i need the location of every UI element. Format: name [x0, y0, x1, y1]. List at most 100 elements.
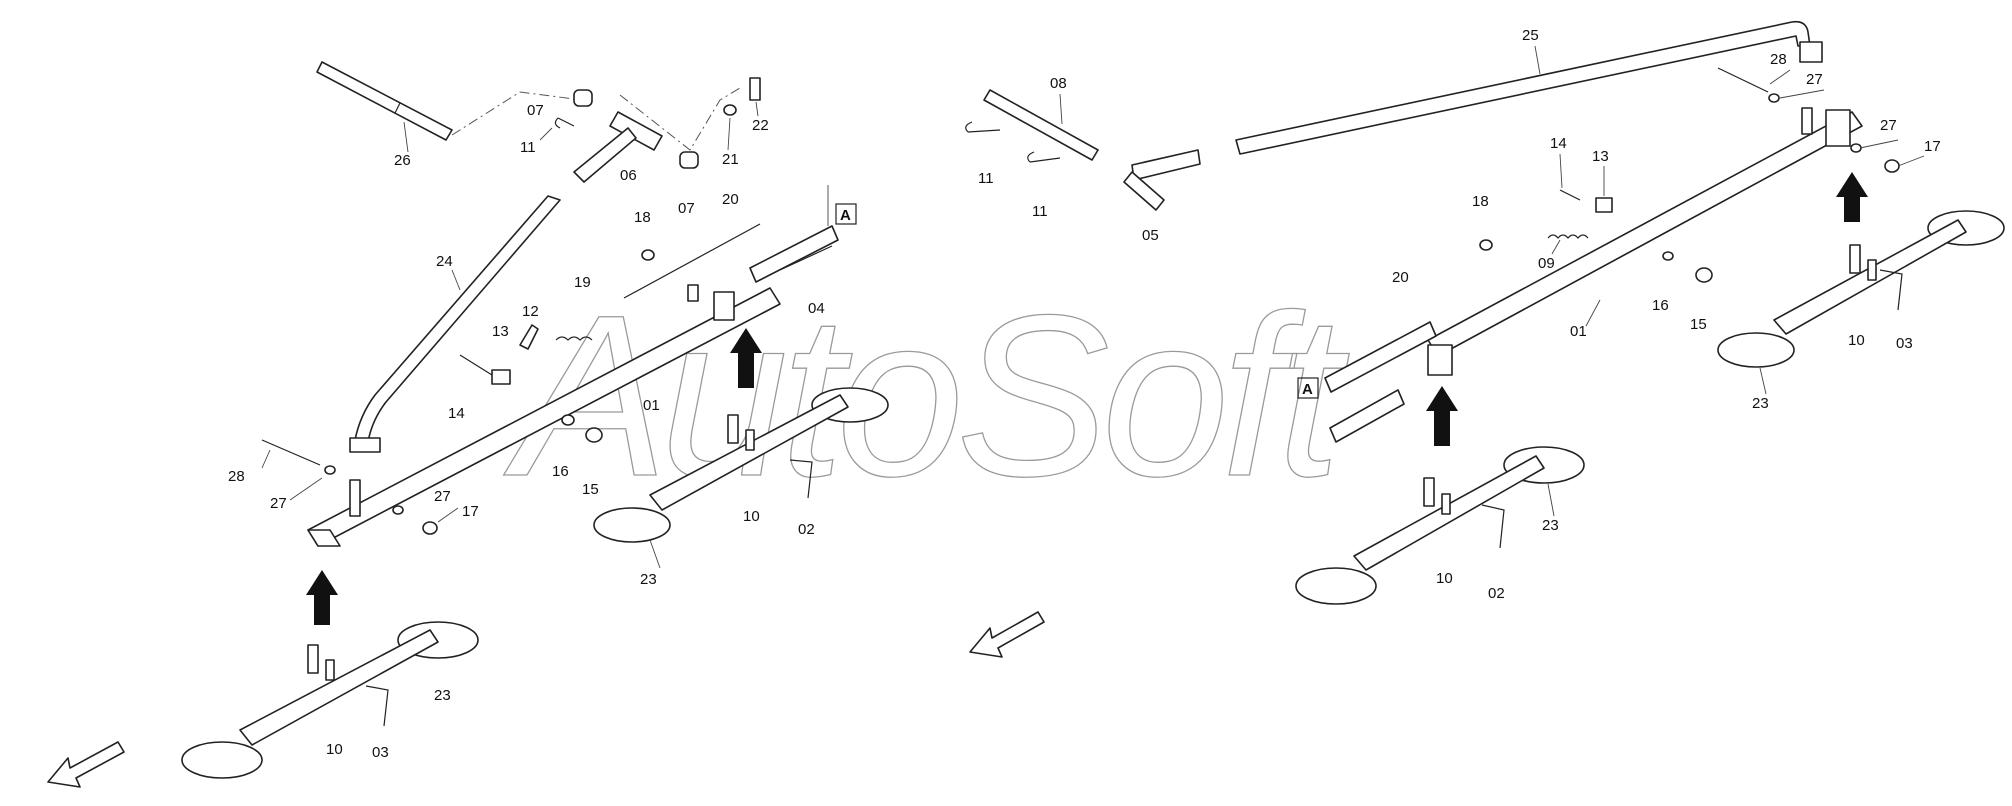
view-marker-box [835, 203, 857, 225]
part-nut-15 [585, 427, 603, 443]
part-pin-11-r1 [965, 121, 1001, 133]
part-pin-11 [554, 117, 575, 129]
left-assembly: A [47, 61, 889, 788]
part-extension-lower [1329, 389, 1405, 443]
label-10-r2: 10 [1436, 570, 1453, 587]
part-washer-27-r2 [1850, 143, 1862, 153]
direction-arrow-icon [47, 741, 125, 788]
label-15-r: 15 [1690, 316, 1707, 333]
label-25: 25 [1522, 27, 1539, 44]
part-washer-27 [324, 465, 336, 475]
part-nut-18-r [1479, 239, 1493, 251]
label-05: 05 [1142, 227, 1159, 244]
part-nut-17 [422, 521, 438, 535]
label-02: 02 [798, 521, 815, 538]
label-23b: 23 [434, 687, 451, 704]
label-06: 06 [620, 167, 637, 184]
part-nut-16-r [1662, 251, 1674, 261]
label-27-r2: 27 [1880, 117, 1897, 134]
part-nut-17-r [1884, 159, 1900, 173]
watermark: AutoSoft [503, 267, 1349, 524]
label-10-r: 10 [1848, 332, 1865, 349]
part-pin-02-r [1481, 504, 1505, 549]
label-20-r: 20 [1392, 269, 1409, 286]
label-15: 15 [582, 481, 599, 498]
label-07b: 07 [678, 200, 695, 217]
label-02-r: 02 [1488, 585, 1505, 602]
part-rod-20 [623, 223, 761, 299]
right-assembly: A [965, 20, 2005, 658]
label-28-r: 28 [1770, 51, 1787, 68]
part-handle-06 [573, 111, 663, 183]
label-01-r: 01 [1570, 323, 1587, 340]
label-19: 19 [574, 274, 591, 291]
part-cap-07 [573, 89, 593, 107]
part-pin-03 [365, 685, 389, 727]
label-11-r2: 11 [1032, 203, 1048, 220]
label-23-r2: 23 [1542, 517, 1559, 534]
part-bolt-14-r [1559, 189, 1581, 201]
part-skid-23-r [1295, 446, 1585, 605]
label-23-r: 23 [1752, 395, 1769, 412]
label-27b: 27 [434, 488, 451, 505]
part-plate-13-r [1595, 197, 1613, 213]
label-12: 12 [522, 303, 539, 320]
part-handle-05 [1123, 149, 1201, 211]
label-13-r: 13 [1592, 148, 1609, 165]
part-nut-18 [641, 249, 655, 261]
label-16: 16 [552, 463, 569, 480]
label-18: 18 [634, 209, 651, 226]
part-spring-09 [1547, 234, 1589, 239]
part-nut-16 [561, 414, 575, 426]
direction-arrow-icon-r [969, 611, 1045, 658]
labels-left: 26 07 11 06 07 21 22 20 18 24 19 12 13 1… [228, 101, 825, 761]
part-bolt-28 [261, 439, 321, 466]
arrow-up-icon [306, 570, 338, 625]
part-beam-01-r [1427, 107, 1863, 376]
labels-right: 08 11 11 05 25 28 27 27 17 14 13 18 09 2… [978, 27, 1941, 602]
label-11: 11 [520, 139, 536, 156]
view-marker-label-r: A [1302, 381, 1313, 398]
part-clip-12 [519, 324, 539, 350]
arrow-up-icon-2 [730, 328, 762, 388]
part-skid-23 [181, 621, 479, 779]
part-bolt-28-r [1717, 67, 1769, 93]
part-washer-21 [723, 104, 737, 116]
label-22: 22 [752, 117, 769, 134]
part-tube-25 [1235, 20, 1823, 155]
label-10: 10 [743, 508, 760, 525]
view-marker-box-r [1297, 377, 1319, 399]
label-14-r: 14 [1550, 135, 1567, 152]
label-07: 07 [527, 102, 544, 119]
arrow-up-icon-r [1426, 386, 1458, 446]
label-23: 23 [640, 571, 657, 588]
label-14: 14 [448, 405, 465, 422]
part-beam-01 [307, 284, 781, 547]
part-washer-27-r [1768, 93, 1780, 103]
label-26: 26 [394, 152, 411, 169]
label-18-r: 18 [1472, 193, 1489, 210]
label-11-r: 11 [978, 170, 994, 187]
label-17-r: 17 [1924, 138, 1941, 155]
part-rod-26 [316, 61, 453, 141]
label-10b: 10 [326, 741, 343, 758]
assembly-line [451, 87, 741, 151]
label-08: 08 [1050, 75, 1067, 92]
part-nut-15-r [1695, 267, 1713, 283]
label-20: 20 [722, 191, 739, 208]
label-24: 24 [436, 253, 453, 270]
label-28: 28 [228, 468, 245, 485]
part-tube-24 [349, 195, 561, 453]
part-spring-19 [555, 336, 593, 341]
label-16-r: 16 [1652, 297, 1669, 314]
part-bolt-22 [749, 77, 761, 101]
view-marker-label: A [840, 207, 851, 224]
part-skid-23b [593, 387, 889, 543]
part-cap-07b [679, 151, 699, 169]
part-skid-23-r2 [1717, 210, 2005, 368]
label-21: 21 [722, 151, 739, 168]
part-bolt-14 [459, 354, 493, 376]
label-17: 17 [462, 503, 479, 520]
label-27: 27 [270, 495, 287, 512]
